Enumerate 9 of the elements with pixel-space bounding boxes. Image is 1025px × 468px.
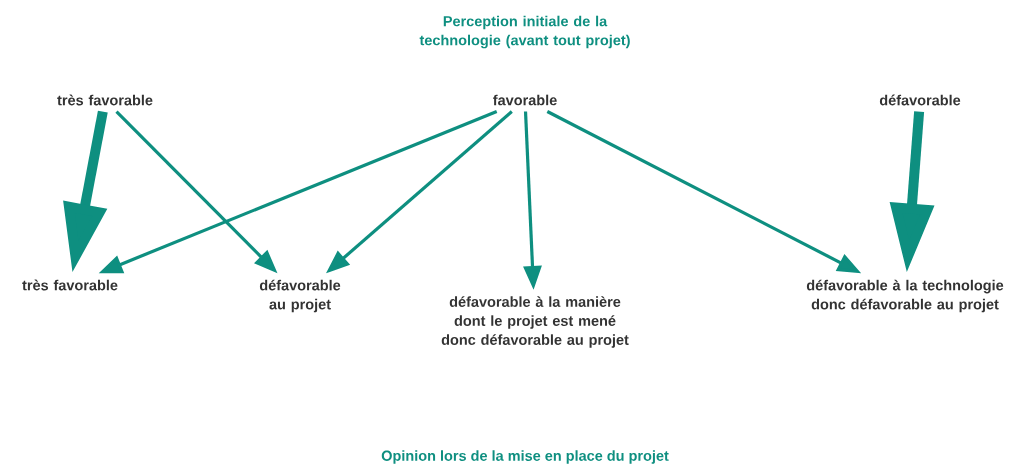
opinion-label: défavorable à la technologie donc défavorable au projet [806,279,1004,313]
title: Perception initiale de la technologie (avant tout projet) [419,15,630,49]
opinion-label: très favorable [22,279,118,291]
caption: Opinion lors de la mise en place du projet [381,450,669,464]
opinion-label: favorable [493,94,557,106]
opinion-label: défavorable à la manière dont le projet est mené donc défavorable au projet [441,296,629,348]
opinion-label: défavorable [879,94,961,106]
opinion-label: très favorable [57,94,153,106]
opinion-label: défavorable au projet [259,279,341,313]
